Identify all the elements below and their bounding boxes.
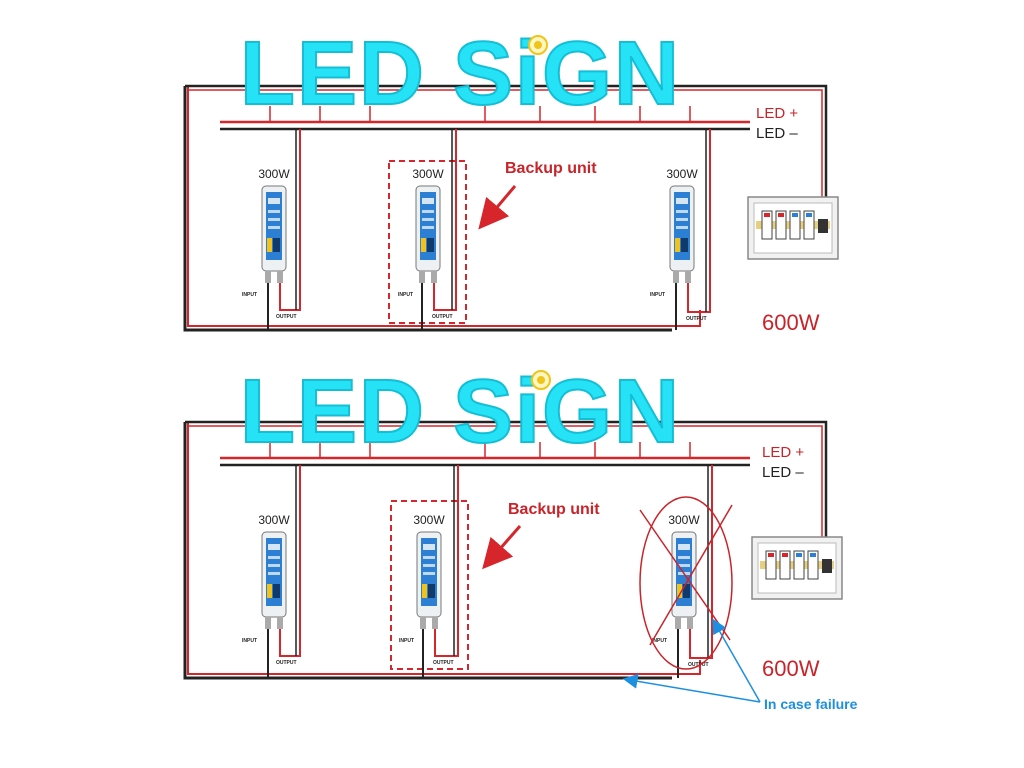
frame-wire-black [183, 86, 672, 332]
psu-input-label: INPUT [242, 292, 257, 298]
panel-bottom: LED + LED – LED SiGN 300W INPUT OUTPUT 3… [183, 361, 858, 712]
psu-1: 300W INPUT OUTPUT [242, 129, 301, 330]
led-sign-text: LED SiGN [240, 24, 681, 124]
psu-2-backup: 300W INPUT OUTPUT [390, 465, 469, 678]
top-wire [185, 420, 828, 540]
psu-output-label: OUTPUT [276, 314, 297, 320]
psu-input-label: INPUT [242, 638, 257, 644]
psu-watt-label: 300W [666, 167, 698, 181]
total-power-label: 600W [762, 310, 820, 335]
psu-watt-label: 300W [258, 167, 290, 181]
psu-watt-label: 300W [412, 167, 444, 181]
top-wire [185, 84, 828, 200]
psu-watt-label: 300W [258, 513, 290, 527]
psu-input-label: INPUT [398, 292, 413, 298]
led-sign-text: LED SiGN [240, 362, 681, 462]
failure-circle [639, 496, 733, 670]
led-plus-label: LED + [756, 105, 798, 122]
led-plus-label: LED + [762, 444, 804, 461]
psu-watt-label: 300W [668, 513, 700, 527]
failure-cross-2 [649, 504, 733, 646]
psu-2-backup: 300W INPUT OUTPUT [388, 129, 467, 330]
psu-input-label: INPUT [652, 638, 667, 644]
failure-pointer-1 [712, 618, 761, 703]
frame-wire-red [187, 86, 701, 327]
psu-3-failed: 300W INPUT OUTPUT [639, 465, 733, 678]
top-wire-red [188, 425, 823, 540]
psu-3: 300W INPUT OUTPUT [650, 129, 711, 330]
bulb-icon [528, 35, 548, 55]
total-power-label: 600W [762, 656, 820, 681]
backup-unit-label: Backup unit [505, 160, 597, 177]
psu-input-label: INPUT [650, 292, 665, 298]
bulb-icon [531, 370, 551, 390]
led-minus-label: LED – [762, 464, 804, 481]
psu-input-label: INPUT [399, 638, 414, 644]
backup-arrow [482, 525, 522, 570]
led-minus-label: LED – [756, 125, 798, 142]
backup-unit-label: Backup unit [508, 501, 600, 518]
in-case-failure-label: In case failure [764, 696, 858, 712]
psu-output-label: OUTPUT [432, 314, 453, 320]
breaker-box [747, 196, 839, 260]
backup-arrow [478, 185, 517, 230]
psu-output-label: OUTPUT [686, 316, 707, 322]
frame-wire-black [183, 422, 672, 680]
psu-output-label: OUTPUT [688, 662, 709, 668]
psu-watt-label: 300W [413, 513, 445, 527]
panel-top: LED + LED – LED SiGN 300W INPUT OUTPUT [183, 23, 839, 335]
backup-highlight-box [390, 500, 469, 670]
failure-cross-1 [639, 509, 731, 641]
top-wire-red [188, 89, 823, 200]
breaker-box [751, 536, 843, 600]
psu-output-label: OUTPUT [276, 660, 297, 666]
failure-pointer-2 [622, 673, 761, 703]
psu-1: 300W INPUT OUTPUT [242, 465, 301, 678]
frame-wire-red [187, 422, 701, 675]
psu-output-label: OUTPUT [433, 660, 454, 666]
